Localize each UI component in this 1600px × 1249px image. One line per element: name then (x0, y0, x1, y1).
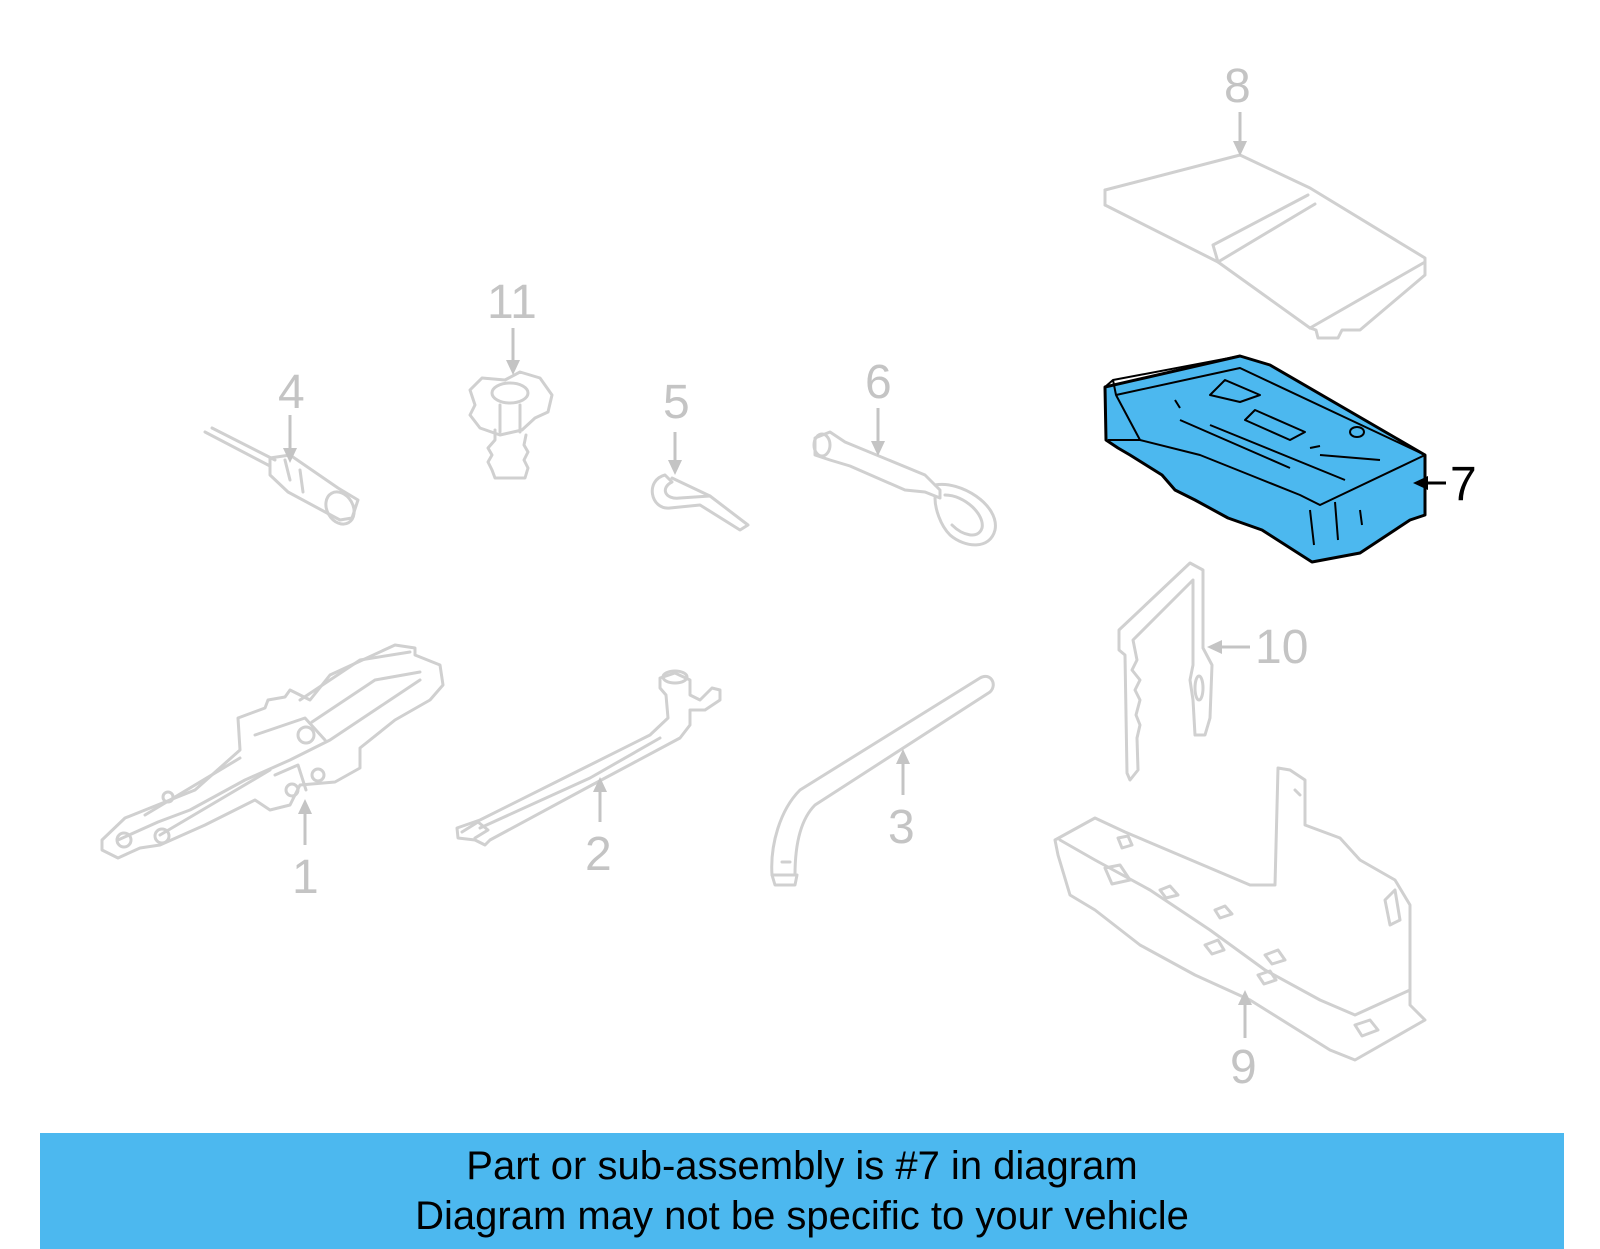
callout-4: 4 (278, 366, 305, 419)
part-10-bracket (1117, 561, 1214, 782)
callout-8-leader (1233, 112, 1247, 156)
callout-2: 2 (585, 828, 612, 881)
part-2-wrench-handle (455, 669, 722, 847)
part-5-clip (650, 473, 750, 532)
part-6-tow-hook (812, 430, 997, 547)
part-7-outline[interactable] (1103, 354, 1427, 564)
callout-10-leader (1207, 640, 1250, 654)
callout-9-leader (1238, 990, 1252, 1038)
part-1-scissor-jack (100, 643, 445, 860)
part-11-wing-bolt (468, 370, 554, 480)
banner-disclaimer: Diagram may not be specific to your vehi… (415, 1194, 1189, 1238)
callout-11: 11 (487, 276, 537, 329)
part-7-tool-tray[interactable] (1103, 354, 1427, 564)
callout-8: 8 (1224, 60, 1251, 113)
callout-2-leader (593, 777, 607, 822)
callout-7-leader (1413, 476, 1446, 490)
callout-11-leader (506, 328, 520, 375)
callout-9: 9 (1230, 1041, 1257, 1094)
info-banner: Part or sub-assembly is #7 in diagram Di… (40, 1133, 1564, 1249)
callout-3: 3 (888, 801, 915, 854)
callout-6-leader (871, 408, 885, 456)
part-8-cover-board (1103, 153, 1427, 340)
callout-7: 7 (1450, 458, 1477, 511)
callout-5: 5 (663, 376, 690, 429)
part-9-floor-plate (1053, 766, 1427, 1062)
callout-10: 10 (1255, 621, 1308, 674)
callout-1-leader (298, 799, 312, 845)
callout-1: 1 (292, 851, 319, 904)
banner-part-note: Part or sub-assembly is #7 in diagram (466, 1144, 1138, 1188)
part-3-extension-bar (770, 675, 995, 887)
callout-6: 6 (865, 356, 892, 409)
callout-5-leader (668, 432, 682, 475)
callout-4-leader (283, 415, 297, 463)
callout-3-leader (896, 749, 910, 795)
part-4-screwdriver (203, 426, 360, 526)
